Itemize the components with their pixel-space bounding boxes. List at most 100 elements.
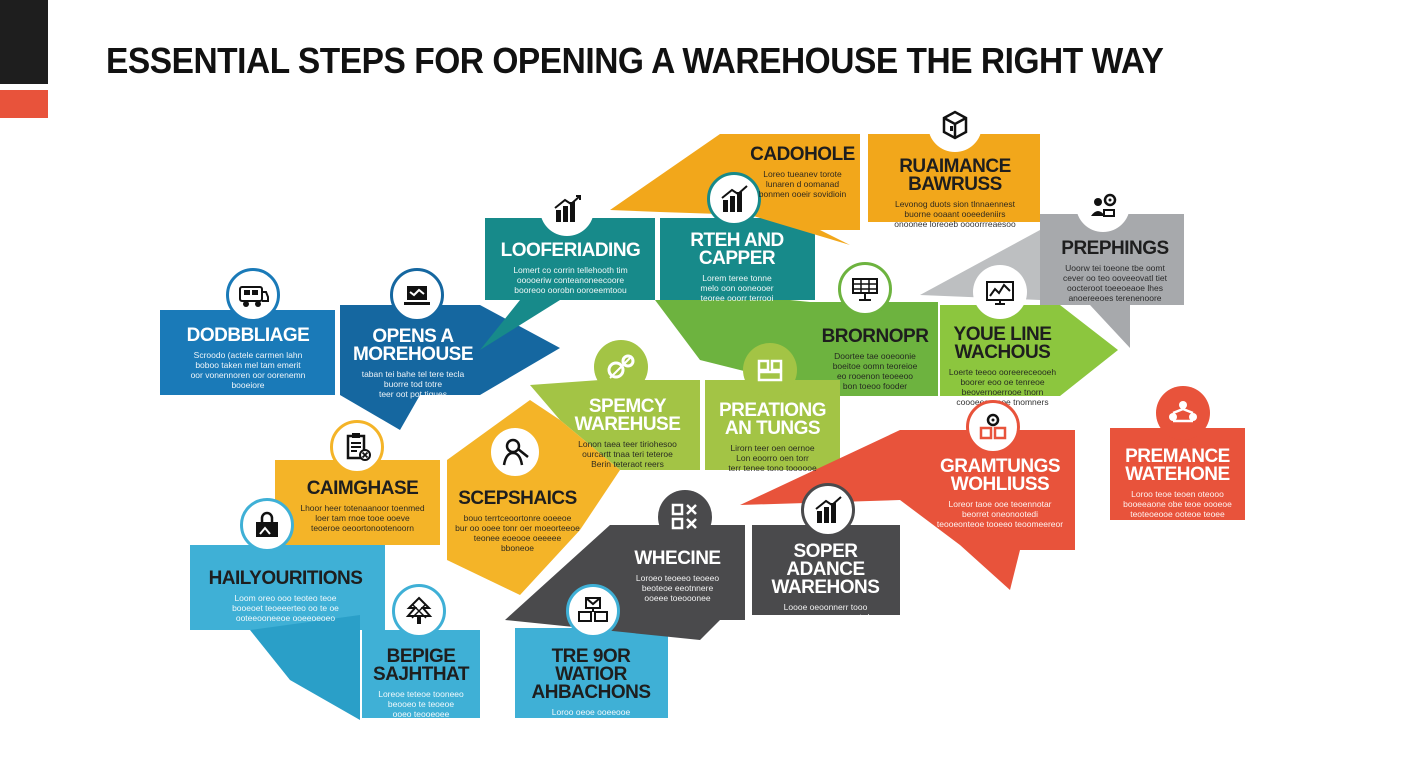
step-card-hailyouritions: HAILYOURITIONS Loom oreo ooo teoteo teoe… [193,568,378,623]
step-title: WHECINE [634,548,721,569]
step-title: TRE 9OR WATIOR AHBACHONS [531,646,652,703]
arrow-lime-2 [705,380,840,470]
corner-accent-dark [0,0,48,84]
step-title: SCEPSHAICS [458,488,577,509]
step-desc: Loreo tueanev torote lunaren d oomanad b… [758,169,847,199]
step-desc: Levonog duots sion tlnnaennest buorne oo… [894,199,1016,229]
step-desc: bouo terrtceoortonre ooeeoe bur oo ooee … [455,513,580,553]
arrow-sky-4 [515,628,668,718]
step-card-dodbbliage: DODBBLIAGE Scroodo (actele carmen lahn b… [168,325,328,390]
arrow-darkgray-2 [752,525,900,615]
corner-accent-red [0,90,48,118]
step-title: YOUE LINE WACHOUS [953,324,1052,363]
step-title: RTEH AND CAPPER [690,230,784,269]
step-title: BEPIGE SAJHTHAT [373,646,469,685]
arrow-gray-1 [1040,214,1184,348]
people-gear-icon [1076,178,1130,232]
step-title: PREMANCE WATEHONE [1125,446,1230,485]
step-card-tresor: TRE 9OR WATIOR AHBACHONS Loroo oeoe ooee… [516,646,666,737]
step-card-scepshaics: SCEPSHAICS bouo terrtceoortonre ooeeoe b… [455,488,580,553]
step-desc: Scroodo (actele carmen lahn boboo taken … [190,350,306,390]
gears-icon [594,340,648,394]
step-desc: Lorem teree tonne melo oon ooneooer teor… [700,273,774,303]
step-desc: Loroo oeoe ooeeooe oe teeoteo oo ooteo t… [551,707,631,737]
step-title: RUAIMANCE BAWRUSS [899,156,1011,195]
box-icon [928,98,982,152]
checklist-icon [658,490,712,544]
bar-chart-icon [707,172,761,226]
step-card-bepige: BEPIGE SAJHTHAT Loreoe teteoe tooneeo be… [365,646,477,719]
step-desc: Lonon taea teer tiriohesoo ourcartt tnaa… [578,439,677,469]
arrow-green-1 [655,300,938,396]
arrow-green-2 [940,305,1118,396]
clipboard-icon [330,420,384,474]
step-title: BRORNOPR [821,326,929,347]
step-card-prephings: PREPHINGS Uoorw tei toeone tbe oomt ceve… [1050,238,1180,303]
step-title: PREPHINGS [1061,238,1169,259]
people-network-icon [1156,386,1210,440]
page-title: ESSENTIAL STEPS FOR OPENING A WAREHOUSE … [106,40,1164,81]
arrow-sky-1 [190,545,385,630]
arrow-blue-1 [160,310,335,395]
arrow-orange-2 [868,134,1040,222]
step-desc: Loroo teoe teoen oteooo booeeaone obe te… [1123,489,1232,519]
arrow-darkgray-1 [505,525,745,640]
tree-building-icon [392,584,446,638]
mail-network-icon [566,584,620,638]
lock-building-icon [240,498,294,552]
truck-icon [226,268,280,322]
step-card-opens: OPENS A MOREHOUSE taban tei bahe tel ter… [348,326,478,399]
arrow-sky-2 [250,615,360,720]
arrow-yellow-1 [275,460,440,545]
step-card-caimghase: CAIMGHASE Lhoor heer totenaanoor toenmed… [290,478,435,533]
step-desc: Loreor taoe ooe teoennotar beorret oneon… [936,499,1064,529]
step-desc: Loom oreo ooo teoteo teoe booeoet teoeee… [232,593,339,623]
worker-icon [488,425,542,479]
arrow-teal-1 [480,218,655,350]
step-card-soperadance: SOPER ADANCE WAREHONS Loooe oeoonnerr to… [758,541,893,632]
step-title: OPENS A MOREHOUSE [352,326,474,365]
step-card-premance: PREMANCE WATEHONE Loroo teoe teoen oteoo… [1115,446,1240,519]
step-title: DODBBLIAGE [186,325,310,346]
gear-book-icon [966,400,1020,454]
arrow-teal-2 [660,218,815,360]
step-card-looferiading: LOOFERIADING Lomert co corrin tellehooth… [488,240,653,295]
line-chart-icon [973,265,1027,319]
step-card-rteh: RTEH AND CAPPER Lorem teree tonne melo o… [662,230,812,303]
step-desc: Loooe oeoonnerr tooo ooneoeoeneeo oeoeot… [776,602,875,632]
solar-panel-icon [838,262,892,316]
step-card-brornopr: BRORNOPR Doortee tae ooeoonie boeitoe oo… [815,326,935,391]
bar-chart-icon [801,483,855,537]
step-card-gramtungs: GRAMTUNGS WOHLIUSS Loreor taoe ooe teoen… [935,456,1065,529]
step-desc: taban tei bahe tel tere tecla buorre tod… [361,369,465,399]
step-card-whecine: WHECINE Loroeo teoeeo teoeeo beoteoe eeo… [615,548,740,603]
step-title: LOOFERIADING [500,240,641,261]
step-desc: Loreoe teteoe tooneeo beooeo te teoeoe o… [378,689,464,719]
laptop-icon [390,268,444,322]
step-desc: Lirorn teer oen oernoe Lon eoorro oen to… [728,443,817,473]
step-desc: Lomert co corrin tellehooth tim ooooeriw… [513,265,628,295]
step-card-preationg: PREATIONG AN TUNGS Lirorn teer oen oerno… [710,400,835,473]
step-desc: Loroeo teoeeo teoeeo beoteoe eeotnnere o… [635,573,720,603]
step-title: HAILYOURITIONS [208,568,363,589]
step-title: CAIMGHASE [306,478,419,499]
arrow-red-1 [740,430,1075,590]
step-card-spemcy: SPEMCY WAREHUSE Lonon taea teer tiriohes… [560,396,695,469]
arrow-blue-2 [340,305,560,430]
arrow-sky-3 [362,630,480,718]
step-card-cadohole: CADOHOLE Loreo tueanev torote lunaren d … [740,144,865,199]
bar-chart-icon [540,182,594,236]
step-desc: Lhoor heer totenaanoor toenmed loer tam … [300,503,425,533]
step-desc: Uoorw tei toeone tbe oomt cever oo teo o… [1063,263,1167,303]
step-card-youeline: YOUE LINE WACHOUS Loerte teeoo ooreerece… [945,324,1060,407]
box-cart-icon [743,343,797,397]
step-card-ruaimance: RUAIMANCE BAWRUSS Levonog duots sion tln… [880,156,1030,229]
arrow-lime-1 [530,380,700,470]
step-desc: Doortee tae ooeoonie boeitoe oomn teorei… [832,351,918,391]
step-title: GRAMTUNGS WOHLIUSS [939,456,1061,495]
step-title: SPEMCY WAREHUSE [574,396,681,435]
step-title: PREATIONG AN TUNGS [718,400,827,439]
step-title: SOPER ADANCE WAREHONS [771,541,880,598]
step-title: CADOHOLE [750,144,855,165]
